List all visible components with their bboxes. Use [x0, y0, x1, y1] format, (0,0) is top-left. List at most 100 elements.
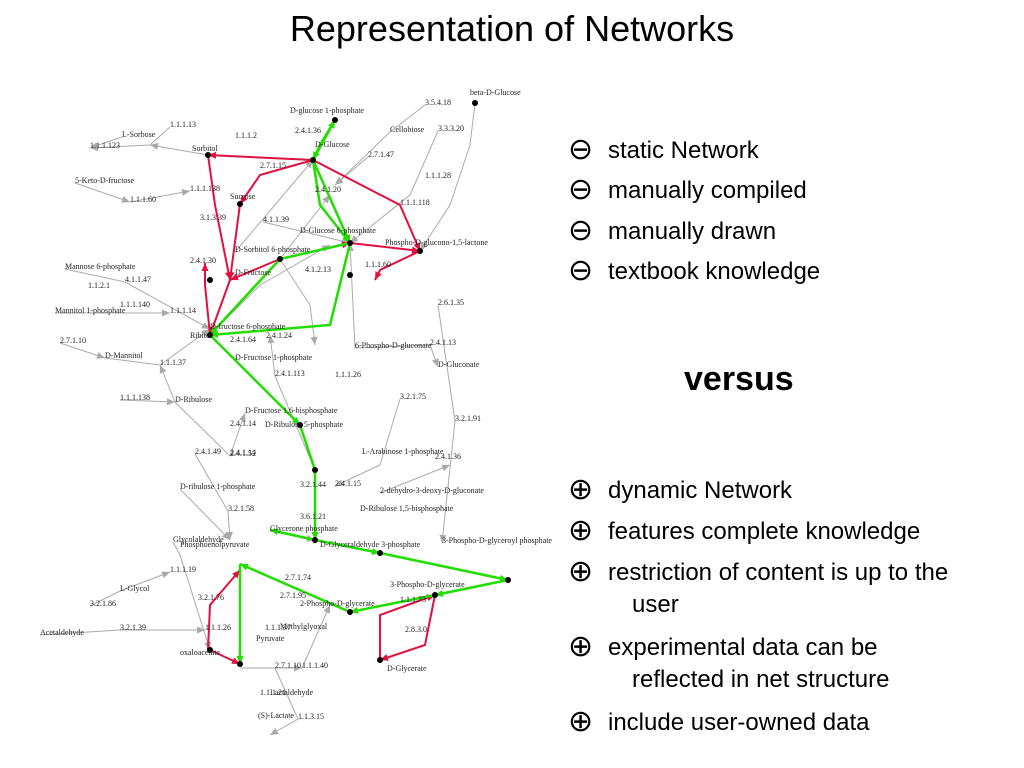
network-edge	[349, 593, 436, 614]
network-label: 1.1.1.73	[400, 595, 426, 604]
edge-arrowhead	[439, 534, 447, 543]
network-edge	[229, 203, 241, 281]
con-item: ⊖ manually drawn	[568, 216, 776, 248]
network-label: Ribitol	[190, 331, 213, 340]
network-label: D-Fructose 1,6-bisphosphate	[245, 406, 338, 415]
edge-arrowhead	[239, 413, 246, 422]
network-label: 3.2.1.44	[300, 480, 326, 489]
network-label: 1.1.1.19	[170, 565, 196, 574]
versus-heading: versus	[684, 360, 794, 398]
con-text: static Network	[608, 137, 759, 164]
edge-arrowhead	[90, 142, 99, 149]
network-edge	[437, 304, 456, 544]
network-label: D-Glucose	[315, 140, 350, 149]
network-label: D-Ribulose 5-phosphate	[265, 420, 343, 429]
network-label: 3.2.1.86	[90, 599, 116, 608]
network-label: 3.2.1.58	[228, 504, 254, 513]
network-label: 2.7.1.95	[280, 591, 306, 600]
metabolite-node	[207, 277, 213, 283]
network-label: 1.1.1.13	[170, 120, 196, 129]
network-label: D-Ribulose 1,5-bisphosphate	[360, 504, 454, 513]
edge-arrowhead	[323, 605, 330, 614]
network-label: L-Sorbose	[122, 130, 156, 139]
pro-text: restriction of content is up to the	[608, 559, 949, 586]
edge-arrowhead	[236, 656, 244, 664]
network-label: 2.7.1.10	[60, 336, 86, 345]
network-nodes	[205, 100, 511, 667]
network-edge	[349, 242, 421, 252]
network-edge	[262, 221, 351, 244]
network-edge	[89, 571, 171, 607]
edge-arrowhead	[225, 531, 233, 540]
network-edge	[234, 159, 314, 253]
network-edge	[64, 268, 211, 330]
network-edge	[314, 538, 381, 555]
network-label: 1.1.1.138	[120, 393, 150, 402]
network-label: 1.1.1.118	[400, 198, 430, 207]
network-label: D-ribulose 1-phosphate	[180, 482, 256, 491]
pro-text-continued: user	[632, 591, 679, 618]
edge-arrowhead	[208, 151, 217, 159]
network-edge	[229, 258, 281, 281]
network-label: Lactaldehyde	[270, 688, 314, 697]
metabolite-node	[377, 550, 383, 556]
network-label: 2.4.1.14	[230, 419, 256, 428]
metabolite-node	[205, 152, 211, 158]
network-label: 2.4.1.24	[266, 331, 292, 340]
network-edge	[209, 242, 352, 337]
network-edge	[311, 159, 352, 244]
network-label: D-Gluconate	[438, 360, 480, 369]
network-edge	[194, 453, 231, 541]
edge-arrowhead	[121, 196, 130, 203]
network-edge	[279, 258, 316, 346]
network-edge	[174, 401, 246, 457]
network-label: 1.1.1.14	[170, 306, 196, 315]
network-edge	[379, 464, 451, 494]
metabolite-node	[237, 201, 243, 207]
network-label: 2.8.3.0	[405, 625, 427, 634]
edge-arrowhead	[311, 532, 319, 540]
network-label: 1.1.1.26	[205, 623, 231, 632]
network-edge	[239, 562, 351, 614]
network-label: D-Glycerate	[387, 664, 427, 673]
network-label: Pyruvate	[256, 634, 285, 643]
edge-arrowhead	[267, 335, 275, 344]
pro-item: ⊕ include user-owned data	[568, 707, 870, 739]
network-label: 1.1.1.40	[302, 661, 328, 670]
network-edge	[349, 242, 356, 349]
plus-circle-icon: ⊕	[568, 473, 594, 506]
network-label: 2.6.1.35	[438, 298, 464, 307]
metabolite-node	[237, 661, 243, 667]
network-label: D-Fructose 1-phosphate	[235, 353, 313, 362]
network-label: 1.1.1.60	[365, 260, 391, 269]
pro-item: ⊕ dynamic Network	[568, 475, 792, 507]
con-text: manually compiled	[608, 177, 807, 204]
pro-text-continued: reflected in net structure	[632, 666, 890, 693]
metabolite-node	[207, 647, 213, 653]
network-edge	[379, 594, 436, 660]
network-label: 2.7.1.74	[285, 573, 311, 582]
metabolite-node	[432, 592, 438, 598]
network-label: D-Fructose	[235, 268, 271, 277]
edge-arrowhead	[230, 273, 239, 281]
network-label: 2.4.1.113	[275, 369, 305, 378]
network-label: Phosphoenolpyruvate	[180, 540, 250, 549]
network-label: Glycolaldehyde	[173, 535, 224, 544]
network-edge	[207, 154, 314, 161]
network-edge	[74, 182, 131, 203]
network-label: 4.1.2.13	[305, 265, 331, 274]
minus-circle-icon: ⊖	[568, 214, 594, 247]
metabolite-node	[347, 272, 353, 278]
edge-arrowhead	[240, 563, 249, 571]
edge-arrowhead	[441, 464, 450, 472]
metabolite-node	[472, 100, 478, 106]
metabolite-node	[377, 657, 383, 663]
network-label: D-glucose 1-phosphate	[290, 106, 364, 115]
network-edge	[179, 488, 231, 541]
network-label: 2.7.1.47	[368, 150, 394, 159]
edge-arrowhead	[310, 336, 318, 345]
network-label: 3-Phospho-D-glycerate	[390, 580, 465, 589]
edge-arrowhead	[335, 177, 344, 185]
network-label: 1.1.1.37	[160, 358, 186, 367]
network-edge	[207, 569, 241, 651]
